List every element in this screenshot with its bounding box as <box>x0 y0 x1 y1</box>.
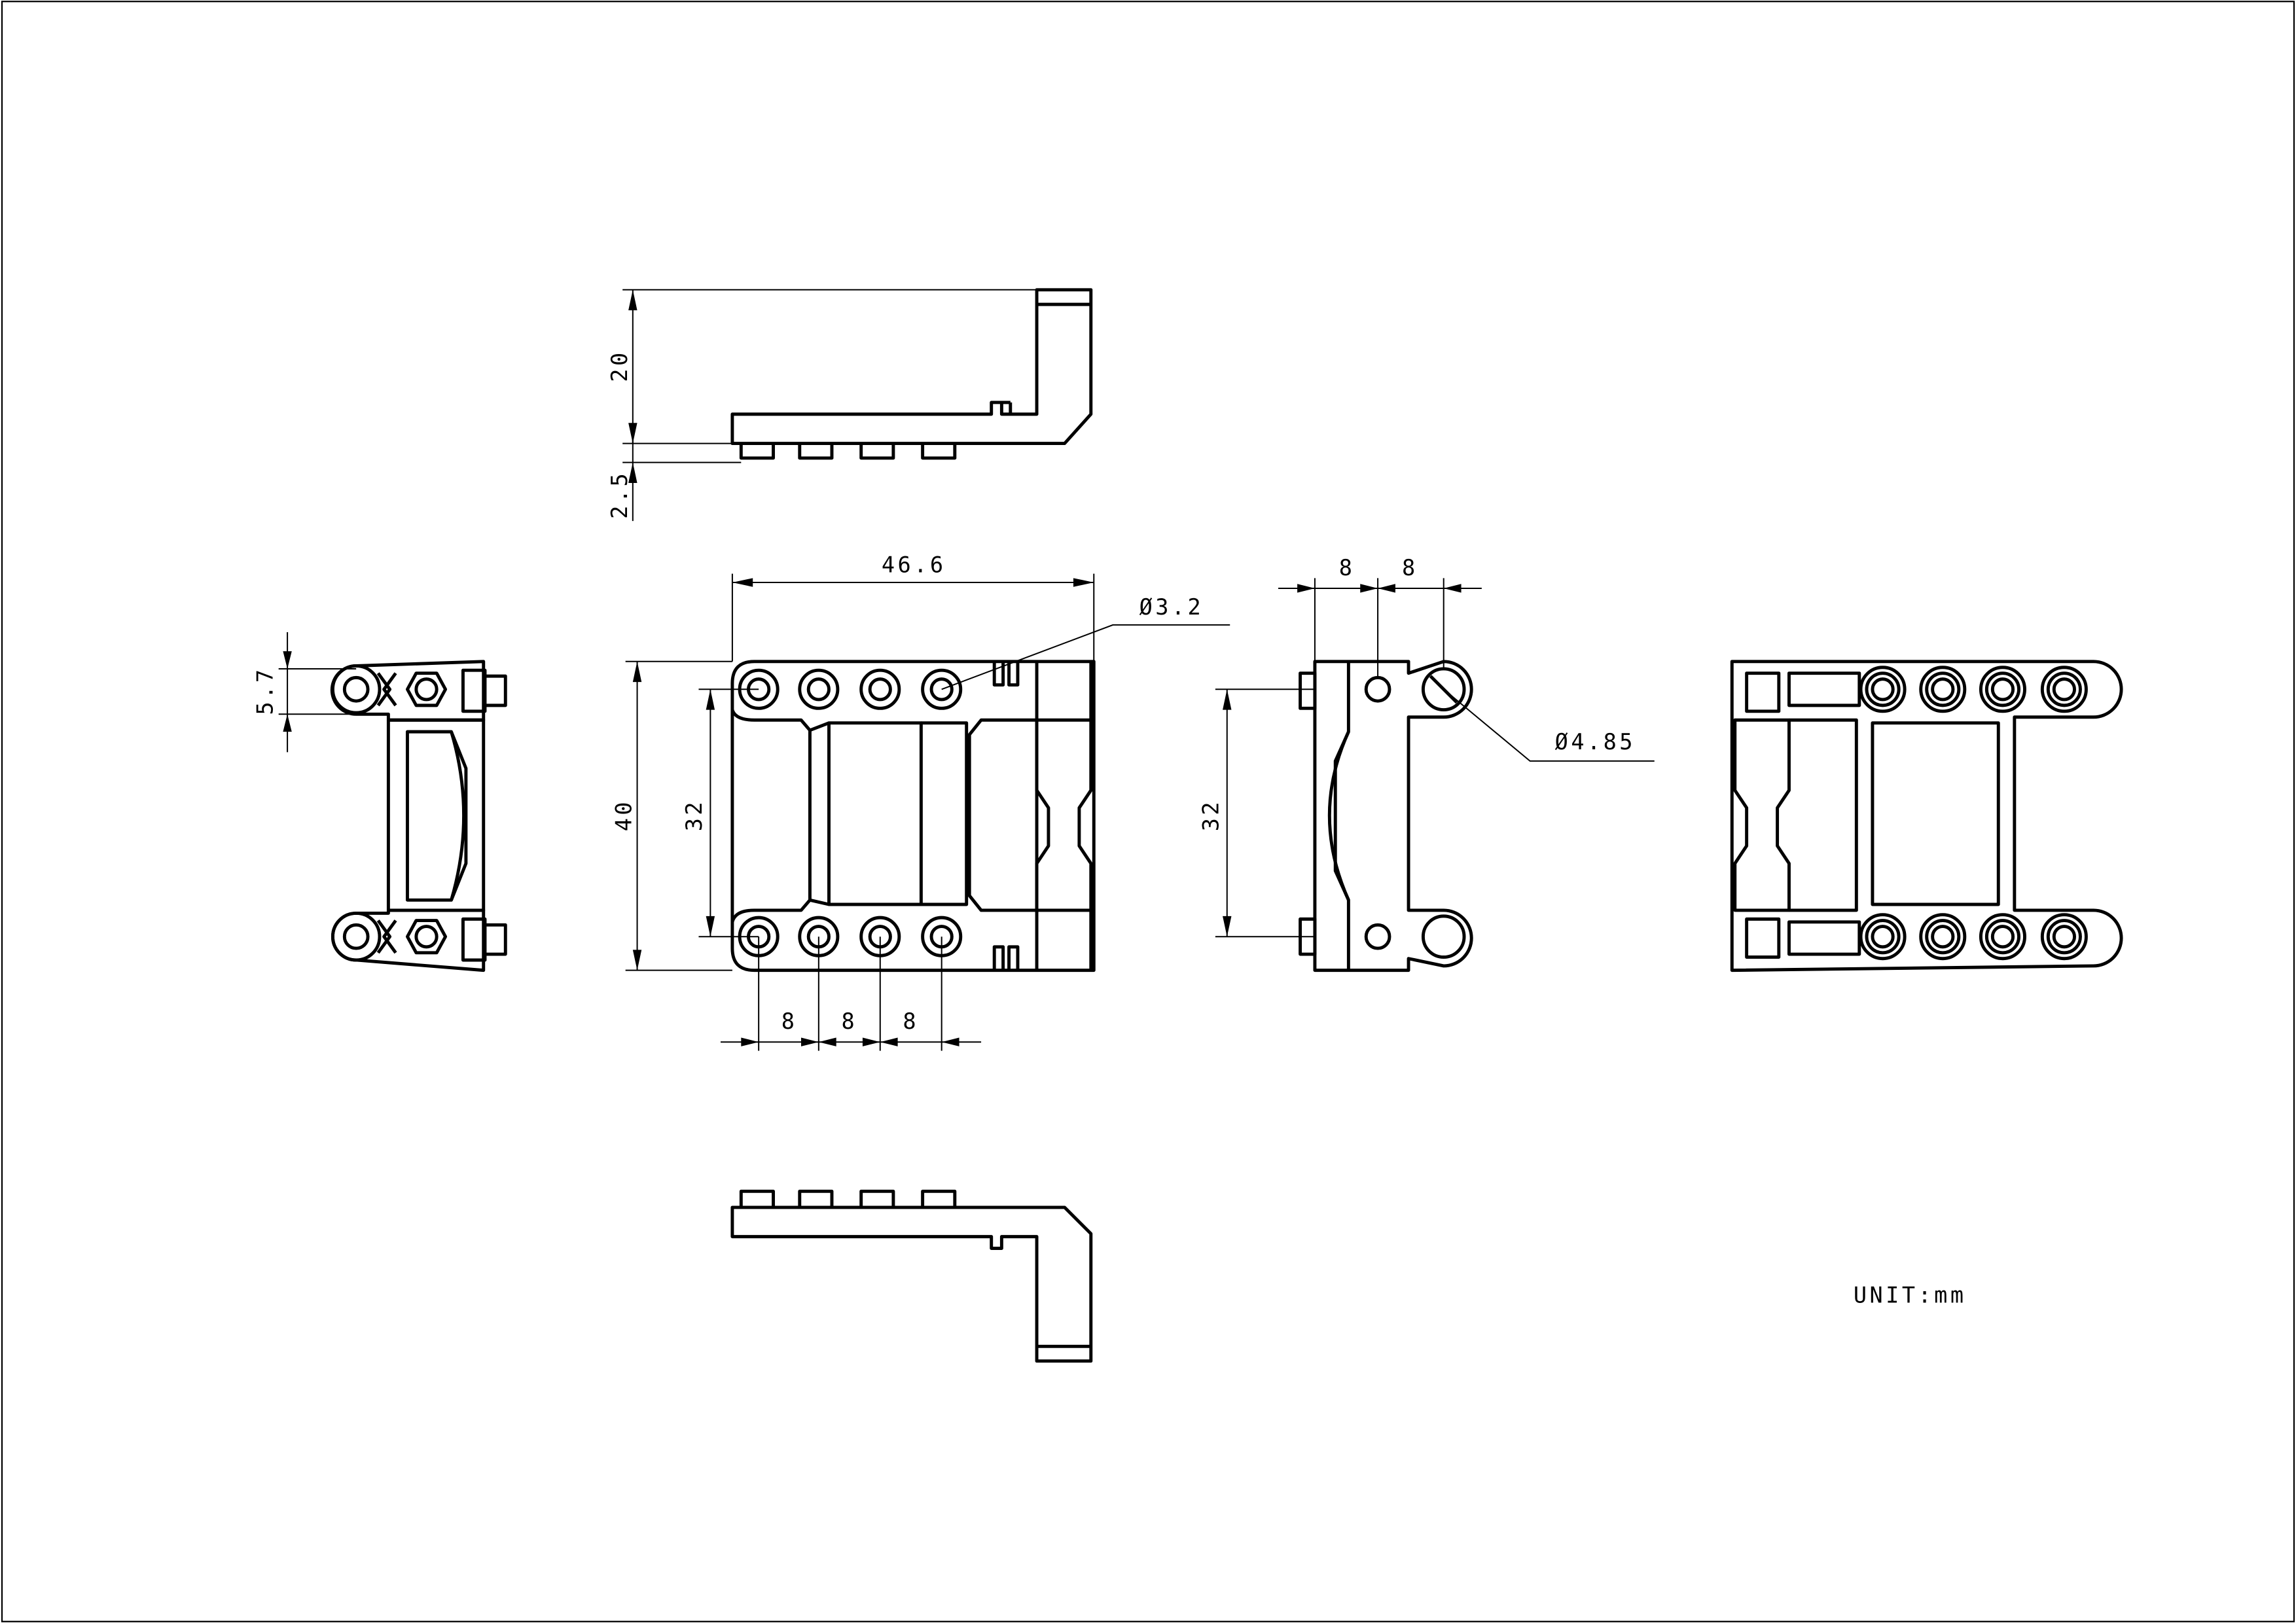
dim-pitch-8-a: 8 <box>781 1008 798 1034</box>
right-side-view: 8 8 32 Ø4.85 <box>1198 555 1655 972</box>
dim-height-20: 20 <box>607 349 632 382</box>
dim-pitch-8-b: 8 <box>841 1008 857 1034</box>
dim-hole-dia-4-85: Ø4.85 <box>1555 729 1636 755</box>
dim-height-40: 40 <box>611 799 637 831</box>
dim-side-8-b: 8 <box>1402 555 1418 580</box>
front-view: 46.6 Ø3.2 40 32 8 8 8 <box>611 552 1230 1051</box>
dim-pitch-32-side: 32 <box>1198 799 1223 831</box>
bottom-elevation-view <box>730 1189 1093 1363</box>
dim-width-46-6: 46.6 <box>882 552 946 577</box>
dim-side-8-a: 8 <box>1339 555 1355 580</box>
dim-pitch-32-front: 32 <box>681 799 707 831</box>
left-side-view: 5.7 <box>253 632 507 972</box>
dim-lug-5-7: 5.7 <box>253 667 278 715</box>
top-elevation-view: 20 2.5 <box>607 288 1093 522</box>
dim-pitch-8-c: 8 <box>903 1008 919 1034</box>
pin-holes-top-row <box>738 668 963 710</box>
dim-pin-2-5: 2.5 <box>607 471 632 519</box>
rear-view <box>1730 660 2123 972</box>
pin-holes-rear <box>1859 666 2088 961</box>
unit-note: UNIT:mm <box>1854 1282 1967 1308</box>
pin-holes-bottom-row <box>738 916 963 957</box>
dim-hole-dia-3-2: Ø3.2 <box>1139 594 1204 620</box>
